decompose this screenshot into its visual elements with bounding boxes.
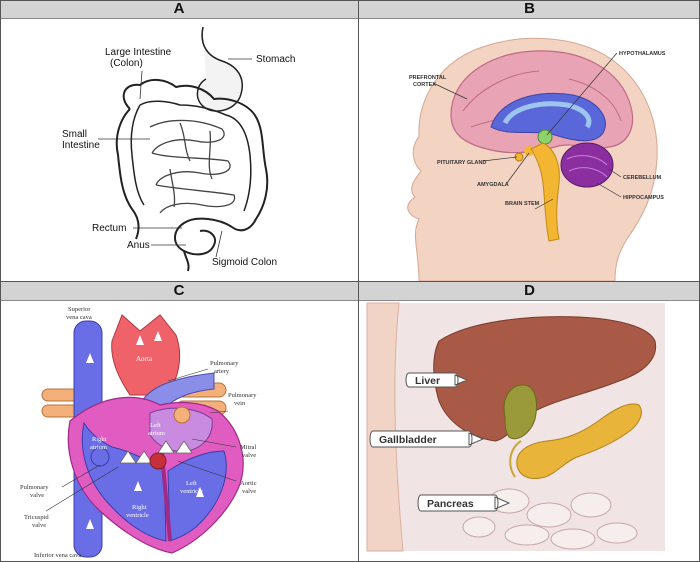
- figure-border: [0, 0, 700, 562]
- figure-grid: A: [0, 0, 700, 562]
